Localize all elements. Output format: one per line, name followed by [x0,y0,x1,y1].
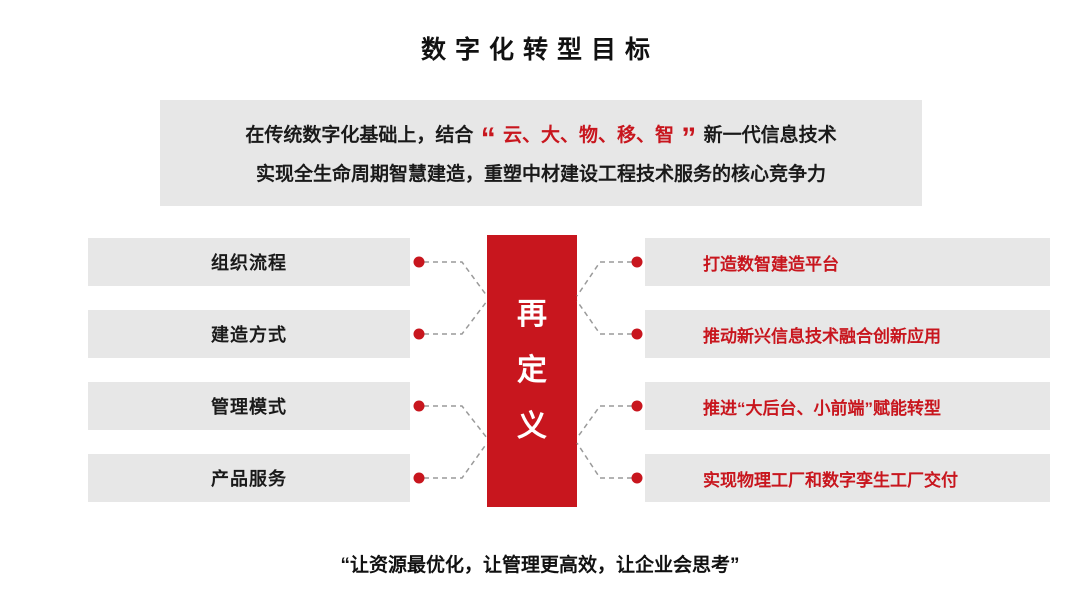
left-box-construction-method: 建造方式 [88,310,410,358]
connector-line [576,405,632,439]
connector-dot-icon [413,256,425,268]
connector-line [576,300,632,335]
connector-line [424,405,488,439]
banner-highlight: 云、大、物、移、智 [502,125,674,146]
open-quote-mark: “ [480,122,496,155]
connector-dot-icon [631,256,643,268]
redefine-char-2: 定 [517,354,547,387]
banner-line1-prefix: 在传统数字化基础上，结合 [245,125,474,146]
close-quote-mark: ” [681,122,697,155]
right-box-label: 实现物理工厂和数字孪生工厂交付 [703,470,958,490]
connector-line [424,300,488,335]
connector-line [424,442,488,479]
connector-dot-icon [631,472,643,484]
right-box-label: 打造数智建造平台 [703,254,839,274]
redefine-char-3: 义 [517,410,547,443]
connector-line [424,261,488,297]
connector-dot-icon [413,328,425,340]
connector-line [576,261,632,297]
connector-dot-icon [631,328,643,340]
left-box-product-service: 产品服务 [88,454,410,502]
left-box-organization-process: 组织流程 [88,238,410,286]
footer-quote: “让资源最优化，让管理更高效，让企业会思考” [340,555,740,576]
redefine-char-1: 再 [517,298,547,331]
left-box-management-model: 管理模式 [88,382,410,430]
connector-line [576,442,632,479]
right-box-digital-twin-delivery: 实现物理工厂和数字孪生工厂交付 [645,454,1050,502]
banner-line-1: 在传统数字化基础上，结合 “ 云、大、物、移、智 ” 新一代信息技术 [245,120,837,154]
banner-line1-suffix: 新一代信息技术 [703,125,837,146]
right-box-tech-innovation: 推动新兴信息技术融合创新应用 [645,310,1050,358]
intro-banner: 在传统数字化基础上，结合 “ 云、大、物、移、智 ” 新一代信息技术 实现全生命… [160,100,922,206]
connector-dot-icon [413,472,425,484]
right-box-enablement-transform: 推进“大后台、小前端”赋能转型 [645,382,1050,430]
right-box-label: 推动新兴信息技术融合创新应用 [703,326,941,346]
page-title: 数字化转型目标 [420,36,659,64]
right-box-digital-platform: 打造数智建造平台 [645,238,1050,286]
left-box-label: 建造方式 [211,325,287,345]
center-redefine-box: 再 定 义 [487,235,577,507]
left-box-label: 管理模式 [211,397,287,417]
left-box-label: 组织流程 [211,253,287,273]
banner-line-2: 实现全生命周期智慧建造，重塑中材建设工程技术服务的核心竞争力 [255,164,826,185]
connector-dot-icon [413,400,425,412]
left-box-label: 产品服务 [211,469,287,489]
connector-dot-icon [631,400,643,412]
right-box-label: 推进“大后台、小前端”赋能转型 [703,398,941,418]
